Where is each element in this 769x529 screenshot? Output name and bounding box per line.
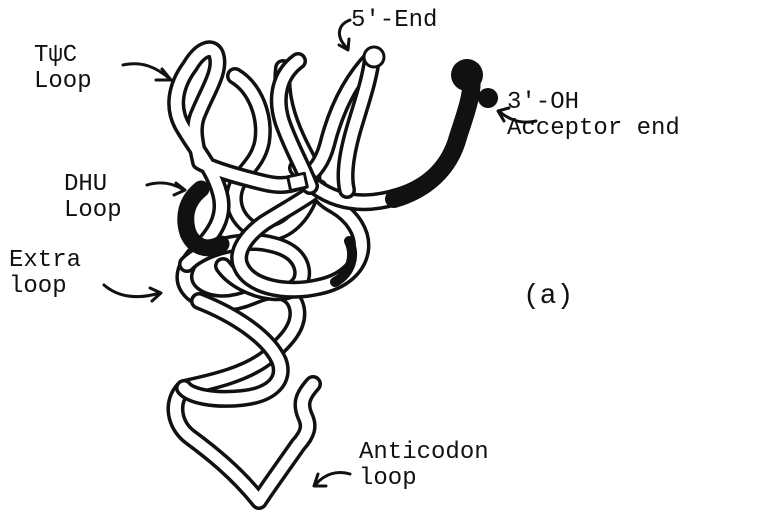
extra-loop-label-line-1: Extra (9, 248, 81, 274)
three-prime-label-line-1: 3'-OH (507, 90, 680, 116)
panel-label: (a) (523, 282, 573, 312)
extra-loop-label-line-2: loop (9, 274, 81, 300)
five-prime-end-cap (364, 47, 384, 67)
backbone-joint-mark (288, 173, 308, 190)
tpsic-loop-label-line-2: Loop (34, 69, 92, 95)
anticodon-loop-label: Anticodon loop (359, 440, 489, 492)
five-prime-end-label: 5'-End (351, 8, 437, 34)
anticodon-loop-label-line-2: loop (359, 466, 489, 492)
anticodon-loop-label-line-1: Anticodon (359, 440, 489, 466)
three-prime-acceptor-label: 3'-OH Acceptor end (507, 90, 680, 142)
extra-loop-label: Extra loop (9, 248, 81, 300)
tpsic-loop-label: TψC Loop (34, 43, 92, 95)
tpsic-loop-label-line-1: TψC (34, 43, 92, 69)
dhu-loop-label-line-1: DHU (64, 172, 122, 198)
dhu-loop-label-line-2: Loop (64, 198, 122, 224)
anticodon-loop-arrow (316, 472, 350, 484)
dhu-loop-label: DHU Loop (64, 172, 122, 224)
three-prime-label-line-2: Acceptor end (507, 116, 680, 142)
extra-loop-arrow (104, 285, 160, 297)
